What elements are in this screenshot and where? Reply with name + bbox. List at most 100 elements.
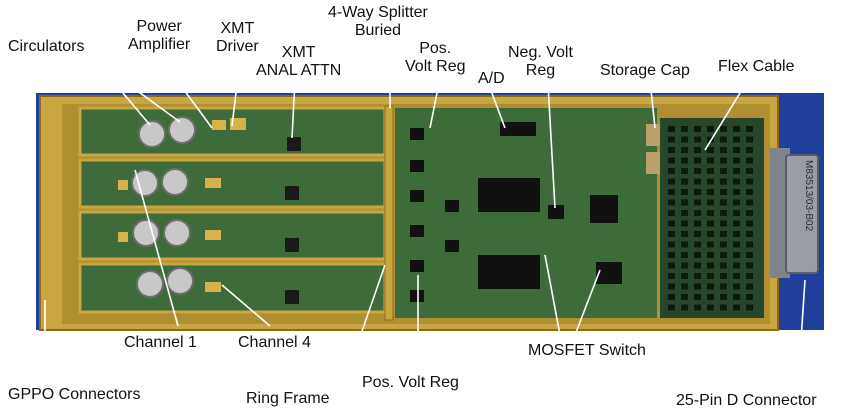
circulator-can: [163, 219, 191, 247]
ic-chip: [410, 160, 424, 172]
flex-pin: [694, 157, 701, 164]
flex-pin: [694, 178, 701, 185]
label-ring-frame-text: Ring Frame: [246, 390, 330, 407]
leader-pos-volt-reg-top: [429, 77, 441, 129]
flex-pin: [681, 136, 688, 143]
ic-chip: [410, 225, 424, 237]
flex-pin: [681, 178, 688, 185]
label-channel-1-text: Channel 1: [124, 334, 197, 351]
label-power-amplifier: Power Amplifier: [128, 18, 190, 54]
flex-pin: [681, 241, 688, 248]
label-pos-volt-reg-top: Pos. Volt Reg: [405, 40, 465, 76]
flex-pin: [746, 136, 753, 143]
flex-pin: [694, 147, 701, 153]
flex-pin: [746, 147, 753, 153]
ic-chip: [445, 200, 459, 212]
control-ics: [410, 122, 622, 302]
flex-pin: [746, 126, 753, 132]
label-circulators: Circulators: [8, 38, 84, 56]
flex-pin: [707, 241, 714, 248]
flex-pin: [694, 168, 701, 174]
ic-chip: [590, 195, 618, 223]
flex-pin: [668, 252, 675, 258]
flex-pin: [720, 304, 727, 311]
flex-pin: [668, 283, 675, 290]
channel-ics: [285, 137, 301, 304]
flex-cable-pins: [668, 126, 753, 311]
label-power-amplifier-line1: Power: [136, 18, 182, 35]
ic-chip: [285, 238, 299, 252]
label-neg-volt-reg-line1: Neg. Volt: [508, 44, 573, 61]
ic-chip: [287, 137, 301, 151]
flex-pin: [746, 304, 753, 311]
flex-pin: [668, 199, 675, 206]
component: [205, 178, 221, 188]
label-storage-cap-text: Storage Cap: [600, 62, 690, 79]
flex-pin: [733, 231, 740, 237]
ic-chip: [445, 240, 459, 252]
label-ad: A/D: [478, 70, 505, 88]
flex-pin: [694, 283, 701, 290]
circulator-can: [136, 270, 164, 298]
flex-pin: [707, 273, 714, 279]
component: [118, 232, 128, 242]
d-connector-body: [785, 154, 819, 274]
flex-pin: [733, 147, 740, 153]
flex-pin: [720, 241, 727, 248]
label-pos-volt-reg-bottom: Pos. Volt Reg: [362, 374, 459, 392]
flex-pin: [681, 304, 688, 311]
flex-pin: [668, 241, 675, 248]
flex-pin: [668, 210, 675, 216]
circulator-can: [161, 168, 189, 196]
label-xmt-anal-attn: XMT ANAL ATTN: [256, 44, 341, 80]
flex-pin: [668, 147, 675, 153]
flex-pin: [681, 147, 688, 153]
flex-pin: [668, 168, 675, 174]
flex-pin: [668, 304, 675, 311]
flex-pin: [746, 189, 753, 195]
label-neg-volt-reg: Neg. Volt Reg: [508, 44, 573, 80]
flex-pin: [668, 136, 675, 143]
label-25-pin-d-connector: 25-Pin D Connector: [676, 392, 817, 410]
flex-pin: [694, 210, 701, 216]
leader-storage-cap: [649, 79, 656, 129]
leader-circulators-a: [94, 59, 151, 126]
flex-pin: [733, 157, 740, 164]
flex-pin: [746, 283, 753, 290]
flex-pin: [707, 189, 714, 195]
ic-chip: [410, 290, 424, 302]
label-splitter-line1: 4-Way Splitter: [328, 4, 428, 21]
flex-pin: [681, 189, 688, 195]
label-xmt-driver: XMT Driver: [216, 20, 259, 56]
label-flex-cable: Flex Cable: [718, 58, 794, 76]
label-channel-1: Channel 1: [124, 334, 197, 352]
flex-pin: [694, 199, 701, 206]
flex-pin: [733, 273, 740, 279]
ic-chip: [285, 290, 299, 304]
flex-pin: [720, 136, 727, 143]
label-power-amplifier-line2: Amplifier: [128, 36, 191, 53]
flex-pin: [668, 189, 675, 195]
leader-power-amplifier: [161, 59, 213, 129]
ic-chip: [478, 178, 540, 212]
label-storage-cap: Storage Cap: [600, 62, 690, 80]
flex-pin: [707, 147, 714, 153]
ic-chip: [478, 255, 540, 289]
channel-board-1-top: [78, 106, 387, 157]
component: [118, 180, 128, 190]
flex-pin: [694, 273, 701, 279]
flex-pin: [707, 252, 714, 258]
flex-pin: [733, 294, 740, 300]
flex-pin: [733, 178, 740, 185]
label-pos-volt-reg-top-line1: Pos.: [419, 40, 452, 57]
leader-ring-frame: [344, 264, 386, 381]
leader-channel-1: [134, 169, 179, 327]
circulator-can: [138, 120, 166, 148]
flex-pin: [694, 304, 701, 311]
flex-pin: [746, 157, 753, 164]
leader-ad: [489, 87, 506, 129]
label-mosfet-switch-text: MOSFET Switch: [528, 342, 646, 359]
leader-lines: [44, 42, 806, 386]
flex-pin: [707, 199, 714, 206]
flex-pin: [681, 262, 688, 269]
